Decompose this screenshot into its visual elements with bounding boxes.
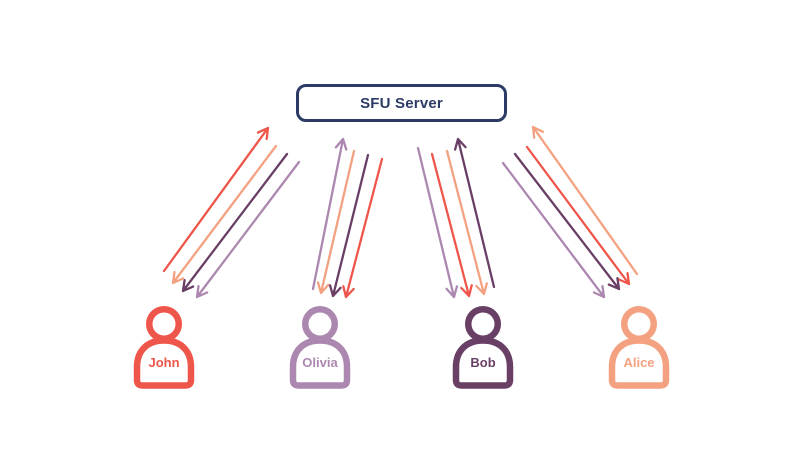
stream-arrow-bob-alice-download — [445, 149, 488, 296]
person-icon — [133, 306, 195, 389]
user-name-label: Alice — [623, 355, 655, 370]
person-body — [608, 337, 670, 389]
person-icon — [452, 306, 514, 389]
user-name-label: Bob — [470, 355, 496, 370]
stream-arrow-john-bob-download — [181, 152, 289, 293]
person-body — [289, 337, 351, 389]
user-node-alice: Alice — [607, 305, 671, 389]
user-node-bob: Bob — [451, 305, 515, 389]
stream-arrow-bob-olivia-download — [416, 146, 459, 299]
stream-arrow-john-john-upload — [162, 126, 270, 273]
stream-arrow-alice-john-download — [525, 145, 631, 286]
person-icon — [608, 306, 670, 389]
stream-arrow-john-olivia-download — [195, 160, 301, 299]
person-head — [621, 306, 657, 342]
stream-arrow-alice-alice-upload — [531, 125, 639, 276]
user-name-label: John — [148, 355, 180, 370]
person-icon — [289, 306, 351, 389]
person-body — [452, 337, 514, 389]
sfu-server-node: SFU Server — [296, 84, 507, 122]
person-head — [302, 306, 338, 342]
person-body — [133, 337, 195, 389]
stream-arrow-olivia-olivia-upload — [311, 137, 348, 291]
stream-arrow-john-alice-download — [171, 144, 278, 285]
stream-arrow-alice-olivia-download — [501, 161, 606, 299]
stream-arrow-olivia-john-download — [342, 157, 384, 299]
stream-arrow-bob-john-download — [430, 152, 473, 298]
stream-arrow-olivia-alice-download — [316, 149, 356, 295]
person-head — [146, 306, 182, 342]
person-head — [465, 306, 501, 342]
stream-arrow-olivia-bob-download — [328, 153, 370, 298]
stream-arrow-bob-bob-upload — [453, 137, 496, 289]
user-node-olivia: Olivia — [288, 305, 352, 389]
user-name-label: Olivia — [302, 355, 338, 370]
stream-arrow-alice-bob-download — [513, 152, 621, 291]
sfu-server-label: SFU Server — [360, 94, 443, 112]
user-node-john: John — [132, 305, 196, 389]
